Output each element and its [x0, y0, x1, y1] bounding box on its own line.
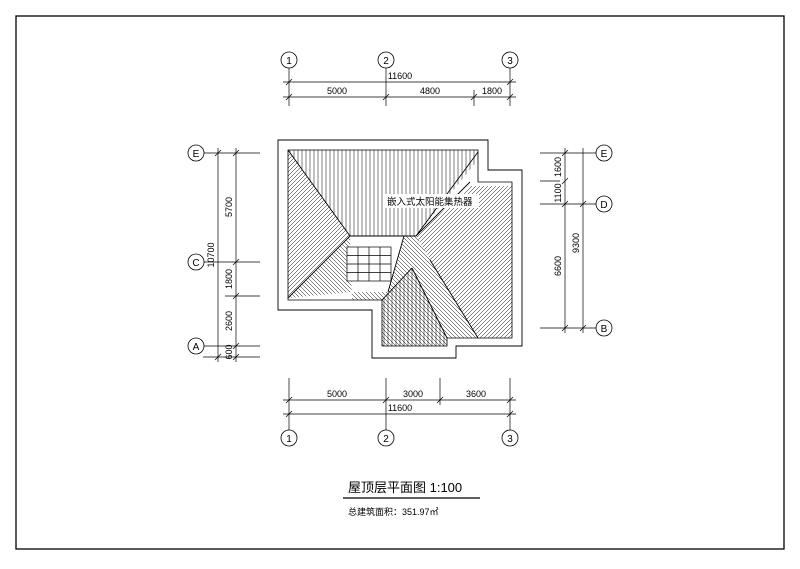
axis-label-top-3: 3 — [507, 56, 513, 67]
top-total-dimension: 11600 — [388, 71, 412, 81]
axis-bubble-left-c — [187, 253, 205, 271]
bottom-total-dimension: 11600 — [388, 403, 412, 413]
axis-label-bottom-2: 2 — [383, 434, 389, 445]
solar-collector-panel — [346, 246, 392, 282]
right-total-dimension: 9300 — [571, 233, 581, 253]
drawing-title: 屋顶层平面图 1:100 — [348, 480, 462, 495]
axis-bubble-top-1 — [280, 51, 298, 69]
axis-label-right-b: B — [601, 324, 608, 335]
bottom-dimension-2: 3000 — [403, 389, 423, 399]
right-dimension-1: 1600 — [553, 157, 563, 177]
right-dimension-2: 1100 — [553, 183, 563, 202]
axis-bubble-right-b — [595, 319, 613, 337]
roof-hatch-west — [288, 150, 350, 298]
sheet-frame — [15, 15, 785, 550]
left-dimension-4: 600 — [224, 344, 234, 359]
left-total-dimension: 10700 — [206, 242, 216, 267]
axis-bubble-top-2 — [377, 51, 395, 69]
bottom-dimension-lines — [283, 378, 516, 430]
axis-bubble-left-a — [187, 337, 205, 355]
bottom-dimension-1: 5000 — [327, 389, 347, 399]
axis-bubble-bottom-2 — [377, 429, 395, 447]
axis-label-bottom-1: 1 — [286, 434, 292, 445]
top-dimension-3: 1800 — [482, 86, 502, 96]
axis-label-right-d: D — [600, 200, 607, 211]
top-dimension-2: 4800 — [420, 86, 440, 96]
left-dimension-3: 2600 — [224, 311, 234, 331]
total-area-note: 总建筑面积：351.97㎡ — [348, 506, 439, 517]
left-dimension-1: 5700 — [224, 197, 234, 217]
solar-collector-label: 嵌入式太阳能集热器 — [387, 196, 473, 208]
left-dimension-lines — [203, 148, 260, 362]
roof-eave-outline — [277, 139, 523, 359]
axis-label-top-1: 1 — [286, 56, 292, 67]
axis-label-left-e: E — [193, 149, 200, 160]
right-dimension-3: 6600 — [553, 256, 563, 276]
top-dimension-1: 5000 — [327, 86, 347, 96]
axis-label-left-c: C — [192, 258, 199, 269]
right-dimension-lines — [540, 148, 597, 333]
axis-bubble-left-e — [187, 144, 205, 162]
axis-bubble-top-3 — [501, 51, 519, 69]
top-dimension-lines — [283, 68, 516, 106]
axis-bubble-right-e — [595, 144, 613, 162]
roof-ridges — [287, 149, 479, 339]
axis-bubble-bottom-1 — [280, 429, 298, 447]
axis-label-top-2: 2 — [383, 56, 389, 67]
axis-label-bottom-3: 3 — [507, 434, 513, 445]
axis-label-left-a: A — [193, 342, 200, 353]
left-dimension-2: 1800 — [224, 269, 234, 289]
bottom-dimension-3: 3600 — [466, 389, 486, 399]
axis-bubble-right-d — [595, 195, 613, 213]
axis-bubble-bottom-3 — [501, 429, 519, 447]
axis-label-right-e: E — [601, 149, 608, 160]
